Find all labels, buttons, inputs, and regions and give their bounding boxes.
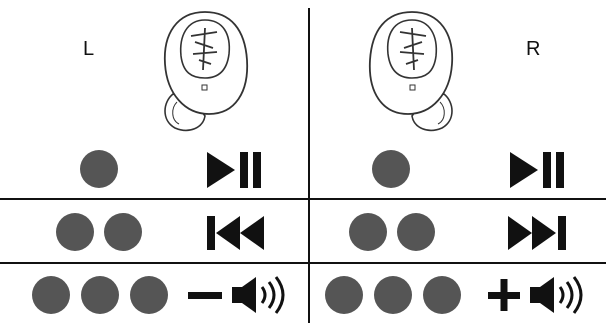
right-row3-tap-dot-1 <box>325 276 363 314</box>
left-row1-tap-dot-1 <box>80 150 118 188</box>
row-divider-2 <box>0 262 606 264</box>
right-play-pause-icon <box>510 152 566 188</box>
previous-track-icon <box>207 216 265 250</box>
left-row3-tap-dot-3 <box>130 276 168 314</box>
right-row1-tap-dot-1 <box>372 150 410 188</box>
row-divider-1 <box>0 198 606 200</box>
center-divider <box>308 8 310 323</box>
right-row2-tap-dot-1 <box>349 213 387 251</box>
right-earbud-illustration <box>362 6 462 134</box>
right-side-label: R <box>526 38 540 61</box>
left-earbud-illustration <box>155 6 255 134</box>
next-track-icon <box>508 216 566 250</box>
volume-up-icon <box>486 274 594 316</box>
left-side-label: L <box>83 38 94 61</box>
left-row3-tap-dot-1 <box>32 276 70 314</box>
right-row3-tap-dot-3 <box>423 276 461 314</box>
left-row3-tap-dot-2 <box>81 276 119 314</box>
volume-down-icon <box>186 274 294 316</box>
left-play-pause-icon <box>207 152 263 188</box>
left-row2-tap-dot-2 <box>104 213 142 251</box>
right-row3-tap-dot-2 <box>374 276 412 314</box>
left-row2-tap-dot-1 <box>56 213 94 251</box>
right-row2-tap-dot-2 <box>397 213 435 251</box>
